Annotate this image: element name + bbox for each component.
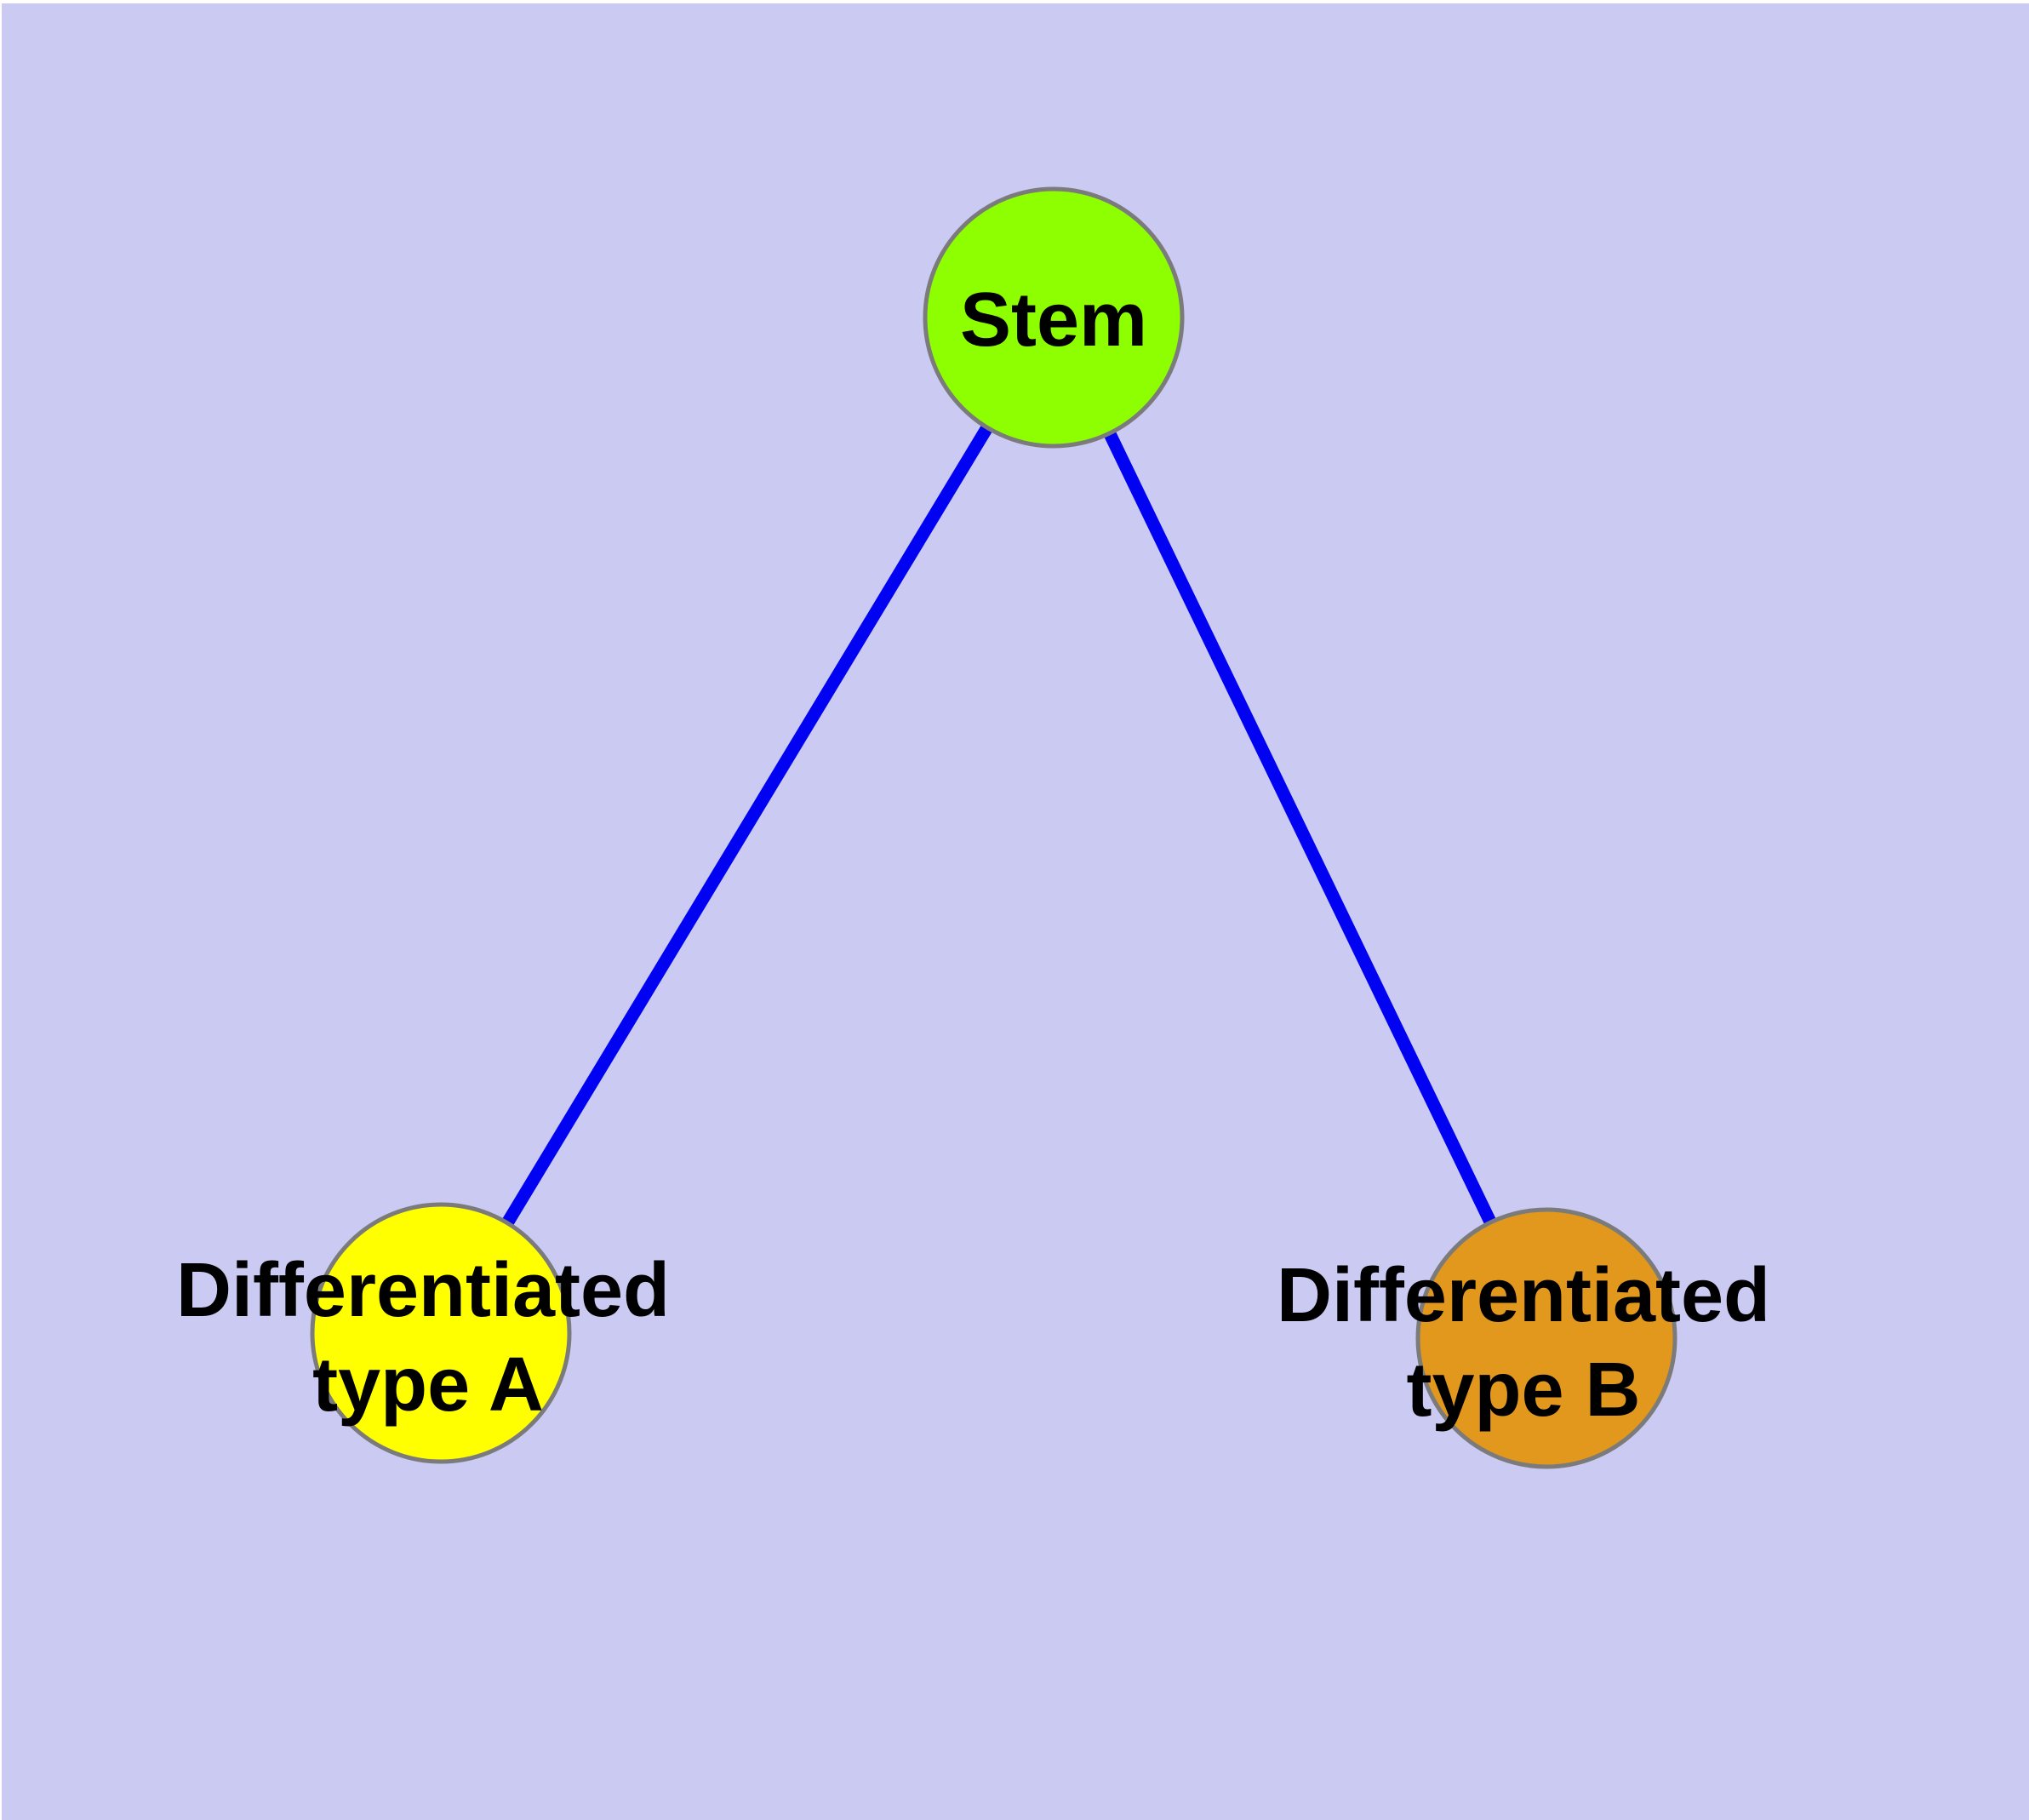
edge-stem-to-type-a [435, 314, 1060, 1336]
node-type-b-label-line-1: Differentiated [1277, 1253, 1770, 1338]
node-stem-label: Stem [960, 278, 1147, 363]
node-type-b-label-line-2: type B [1406, 1348, 1640, 1433]
node-type-a-label-line-2: type A [312, 1342, 544, 1428]
node-differentiated-type-b [1415, 1207, 1677, 1469]
node-stem [923, 186, 1185, 449]
node-type-a-label-line-1: Differentiated [176, 1248, 670, 1333]
edge-stem-to-type-b [1048, 314, 1552, 1342]
node-differentiated-type-a [310, 1202, 572, 1464]
